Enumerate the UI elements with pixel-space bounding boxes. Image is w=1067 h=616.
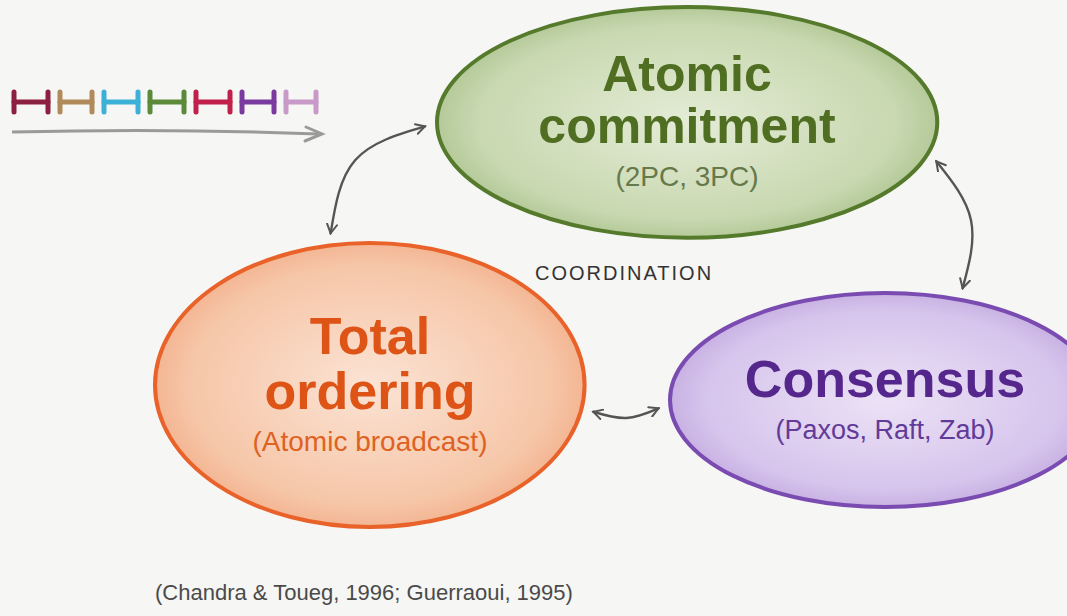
node-heading: Total ordering xyxy=(230,309,510,418)
node-heading: Consensus xyxy=(745,352,1025,407)
node-subtitle: (2PC, 3PC) xyxy=(615,159,758,195)
double-arrow-connector xyxy=(936,161,972,288)
consensus-ellipse: Consensus (Paxos, Raft, Zab) xyxy=(667,290,1067,510)
node-content: Total ordering (Atomic broadcast) xyxy=(230,309,510,461)
node-outline-shape xyxy=(437,7,937,238)
double-arrow-connector xyxy=(331,126,425,233)
node-outline-shape xyxy=(670,293,1067,507)
node-content: Consensus (Paxos, Raft, Zab) xyxy=(745,352,1025,448)
section-label: COORDINATION xyxy=(535,262,713,285)
node-subtitle: (Paxos, Raft, Zab) xyxy=(775,413,994,448)
atomic-commitment-ellipse: Atomic commitment (2PC, 3PC) xyxy=(434,4,940,241)
total-ordering-blob: Total ordering (Atomic broadcast) xyxy=(152,240,588,530)
double-arrow-connector xyxy=(593,408,658,418)
node-subtitle: (Atomic broadcast) xyxy=(253,424,488,460)
citation-note: (Chandra & Toueg, 1996; Guerraoui, 1995) xyxy=(155,580,573,606)
node-heading: Atomic commitment xyxy=(522,48,852,153)
node-content: Atomic commitment (2PC, 3PC) xyxy=(522,48,852,195)
node-outline-shape xyxy=(155,243,585,527)
